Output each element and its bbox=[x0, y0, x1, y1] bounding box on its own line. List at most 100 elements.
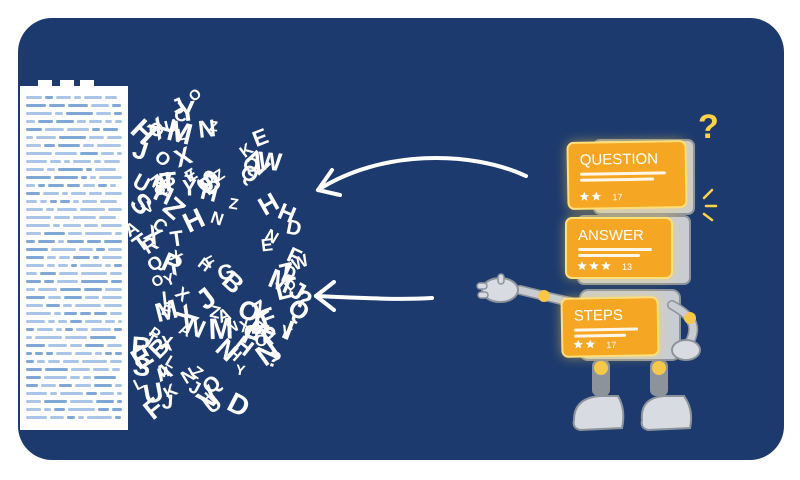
arrow-top bbox=[316, 155, 528, 197]
document-text-line bbox=[26, 288, 35, 291]
document-text-line bbox=[95, 352, 102, 355]
document-text-line bbox=[96, 112, 111, 115]
document-text-line bbox=[89, 120, 102, 123]
document-text-line bbox=[26, 248, 48, 251]
document-text-line bbox=[100, 392, 114, 395]
star-icon bbox=[573, 339, 584, 349]
document-text-line bbox=[67, 184, 80, 187]
document-text-line bbox=[26, 136, 33, 139]
document-text-line bbox=[114, 264, 122, 267]
scattered-letter: X bbox=[237, 316, 252, 336]
document-text-line bbox=[59, 256, 70, 259]
scattered-letter: L bbox=[253, 303, 270, 334]
document-text-line bbox=[68, 408, 95, 411]
star-icon bbox=[589, 261, 599, 270]
document-text-line bbox=[66, 112, 93, 115]
scattered-letter: S bbox=[131, 351, 153, 383]
document-text-line bbox=[26, 208, 43, 211]
document-text-line bbox=[76, 328, 88, 331]
document-text-line bbox=[90, 336, 116, 339]
document-text-line bbox=[36, 136, 56, 139]
document-text-line bbox=[100, 200, 117, 203]
document-text-line bbox=[54, 216, 70, 219]
scattered-letter: Z bbox=[208, 302, 222, 323]
document-text-line bbox=[70, 400, 93, 403]
document-text-line bbox=[86, 168, 92, 171]
scattered-letter: T bbox=[158, 166, 178, 199]
document-text-line bbox=[45, 96, 53, 99]
document-text-line bbox=[104, 240, 122, 243]
document-text-line bbox=[26, 104, 46, 107]
scattered-letter: H bbox=[198, 179, 221, 208]
document-text-line bbox=[26, 232, 41, 235]
document-text-line bbox=[64, 312, 77, 315]
document-text-line bbox=[35, 352, 43, 355]
card-line bbox=[574, 333, 627, 338]
robot-left-hand bbox=[476, 273, 519, 303]
scattered-letter: T bbox=[168, 225, 185, 252]
document-text-line bbox=[80, 312, 91, 315]
document-text-line bbox=[80, 208, 105, 211]
scattered-letter: E bbox=[260, 234, 274, 255]
document-text-line bbox=[67, 128, 89, 131]
card-line bbox=[579, 171, 666, 176]
document-text-line bbox=[57, 208, 77, 211]
card-footer-number: 17 bbox=[606, 340, 616, 350]
document-text-line bbox=[70, 320, 82, 323]
scattered-letter: E bbox=[159, 302, 174, 321]
document-text-line bbox=[110, 272, 122, 275]
scattered-letter: Z bbox=[228, 195, 240, 213]
document-text-line bbox=[44, 400, 67, 403]
document-text-line bbox=[68, 232, 82, 235]
document-text-line bbox=[48, 184, 64, 187]
scattered-letter: O bbox=[254, 331, 269, 350]
document-text-line bbox=[115, 384, 122, 387]
document-text-line bbox=[50, 160, 61, 163]
document-text-line bbox=[91, 328, 111, 331]
document-text-line bbox=[63, 360, 79, 363]
robot-right-hand bbox=[671, 339, 701, 361]
document-text-line bbox=[85, 232, 112, 235]
scattered-letter: C bbox=[172, 103, 190, 127]
document-text-line bbox=[85, 296, 99, 299]
document-text-line bbox=[59, 136, 86, 139]
document-text-line bbox=[26, 392, 47, 395]
arrow-bottom bbox=[314, 280, 434, 312]
card-line bbox=[578, 254, 640, 257]
document-text-line bbox=[44, 144, 55, 147]
document-text-line bbox=[98, 408, 109, 411]
document-text-line bbox=[51, 248, 76, 251]
document-text-line bbox=[91, 104, 109, 107]
document-text-line bbox=[26, 112, 52, 115]
star-icon bbox=[579, 191, 590, 201]
document-text-line bbox=[57, 280, 78, 283]
document-text-line bbox=[108, 208, 122, 211]
document-text-line bbox=[54, 408, 65, 411]
document-text-line bbox=[49, 104, 65, 107]
document-text-line bbox=[84, 224, 98, 227]
document-text-line bbox=[65, 328, 73, 331]
document-text-line bbox=[26, 144, 41, 147]
scattered-letter: D bbox=[284, 216, 303, 241]
document-text-line bbox=[58, 240, 64, 243]
scattered-letter: M bbox=[208, 312, 234, 346]
document-text-line bbox=[112, 368, 120, 371]
scattered-letter: Q bbox=[240, 153, 262, 179]
document-text-line bbox=[26, 152, 52, 155]
document-text-line bbox=[117, 152, 122, 155]
document-text-line bbox=[92, 128, 100, 131]
document-text-line bbox=[99, 176, 122, 179]
document-text-line bbox=[112, 104, 121, 107]
document-text-line bbox=[38, 120, 53, 123]
document-text-line bbox=[26, 160, 47, 163]
document-text-line bbox=[26, 216, 51, 219]
document-text-line bbox=[26, 96, 42, 99]
document-text-line bbox=[101, 224, 122, 227]
document-text-line bbox=[58, 168, 83, 171]
scattered-letter: L bbox=[175, 124, 188, 144]
document-text-line bbox=[80, 264, 102, 267]
document-text-line bbox=[26, 200, 37, 203]
document-text-line bbox=[26, 304, 43, 307]
document-text-line bbox=[73, 256, 90, 259]
